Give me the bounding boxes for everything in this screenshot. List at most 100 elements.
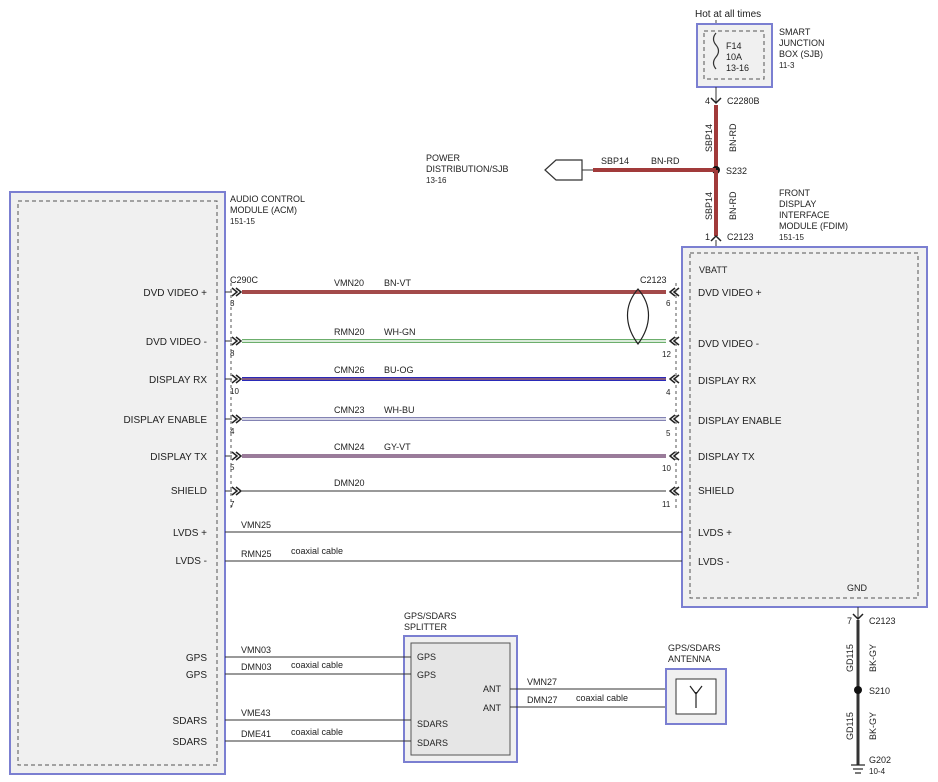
s210-label: S210 — [869, 686, 890, 696]
power-dist-ref: 13-16 — [426, 176, 447, 185]
sjb-title-3: BOX (SJB) — [779, 49, 823, 59]
wire-cmn24-circuit: CMN24 — [334, 442, 365, 452]
acm-pin-sdars-2: SDARS — [173, 737, 208, 748]
acm-pin-num-10: 10 — [230, 387, 239, 396]
wire-dmn03-note: coaxial cable — [291, 660, 343, 670]
splitter-title-1: GPS/SDARS — [404, 611, 457, 621]
acm-pin-dvd-video-minus: DVD VIDEO - — [146, 337, 207, 348]
fuse-ref: 13-16 — [726, 63, 749, 73]
sbp14-upper-circuit: SBP14 — [704, 124, 714, 152]
fdim-ref: 151-15 — [779, 233, 804, 242]
fdim-pin-display-rx: DISPLAY RX — [698, 376, 756, 387]
gd115-lower-color: BK-GY — [868, 712, 878, 740]
fdim-pin-lvds-plus: LVDS + — [698, 528, 732, 539]
sjb-title-1: SMART — [779, 27, 811, 37]
s232-label: S232 — [726, 166, 747, 176]
wire-rmn25-circuit: RMN25 — [241, 549, 272, 559]
wire-vmn25-circuit: VMN25 — [241, 520, 271, 530]
acm-pin-shield: SHIELD — [171, 486, 207, 497]
fdim-pin-dvd-video-minus: DVD VIDEO - — [698, 339, 759, 350]
acm-pin-gps-2: GPS — [186, 670, 207, 681]
splitter-in-sdars-1: SDARS — [417, 719, 448, 729]
wire-rmn25-note: coaxial cable — [291, 546, 343, 556]
fdim-pin-num-5: 5 — [666, 429, 671, 438]
fdim-vbatt: VBATT — [699, 265, 728, 275]
fuse-icon — [712, 32, 720, 70]
wire-dmn03-circuit: DMN03 — [241, 662, 272, 672]
acm-title-2: MODULE (ACM) — [230, 205, 297, 215]
ground-label: G202 — [869, 755, 891, 765]
acm-pin-num-5: 5 — [230, 463, 235, 472]
gnd-pin: 7 — [847, 616, 852, 626]
fdim-gnd: GND — [847, 583, 868, 593]
sjb-box — [696, 23, 773, 88]
c290c-label: C290C — [230, 275, 259, 285]
acm-pin-num-3: 3 — [230, 299, 235, 308]
splitter-out-ant-1: ANT — [483, 684, 502, 694]
gnd-connector: C2123 — [869, 616, 896, 626]
fdim-title-4: MODULE (FDIM) — [779, 221, 848, 231]
gnd-connector-icon — [852, 613, 864, 621]
splitter-inner — [410, 642, 511, 756]
twisted-pair-icon — [627, 288, 649, 346]
wire-vmn27-circuit: VMN27 — [527, 677, 557, 687]
splitter-in-sdars-2: SDARS — [417, 738, 448, 748]
fdim-pin-num-11: 11 — [662, 500, 671, 509]
fdim-title-3: INTERFACE — [779, 210, 830, 220]
fdim-pin-num-12: 12 — [662, 350, 671, 359]
acm-pin-num-4: 4 — [230, 427, 235, 436]
wire-rmn20-color: WH-GN — [384, 327, 416, 337]
acm-title-1: AUDIO CONTROL — [230, 194, 305, 204]
c2123-top-connector-icon — [710, 234, 722, 242]
wire-cmn23-color: WH-BU — [384, 405, 415, 415]
fdim-c2123-label: C2123 — [640, 275, 667, 285]
acm-pin-display-enable: DISPLAY ENABLE — [123, 415, 207, 426]
acm-pin-lvds-plus: LVDS + — [173, 528, 207, 539]
ground-ref: 10-4 — [869, 767, 886, 776]
fdim-pin-shield: SHIELD — [698, 486, 734, 497]
fdim-connector-chevrons — [668, 287, 680, 496]
gd115-upper-circuit: GD115 — [845, 644, 855, 672]
wire-cmn23-circuit: CMN23 — [334, 405, 365, 415]
sjb-inner-dashed — [703, 30, 765, 80]
acm-pin-dvd-video-plus: DVD VIDEO + — [143, 288, 207, 299]
fdim-pin-display-tx: DISPLAY TX — [698, 452, 755, 463]
sjb-pin: 4 — [705, 96, 710, 106]
acm-pin-display-tx: DISPLAY TX — [150, 452, 207, 463]
fdim-pin-num-6: 6 — [666, 299, 671, 308]
power-dist-circuit: SBP14 — [601, 156, 629, 166]
wire-dme41-note: coaxial cable — [291, 727, 343, 737]
sbp14-lower-color: BN-RD — [728, 191, 738, 220]
wire-dmn27-circuit: DMN27 — [527, 695, 558, 705]
sbp14-upper-color: BN-RD — [728, 123, 738, 152]
acm-pin-gps-1: GPS — [186, 653, 207, 664]
wire-cmn24-color: GY-VT — [384, 442, 411, 452]
s210-splice-dot — [854, 686, 862, 694]
wire-dmn27-note: coaxial cable — [576, 693, 628, 703]
acm-pin-num-8: 8 — [230, 349, 235, 358]
fuse-rating: 10A — [726, 52, 742, 62]
wire-cmn26-color: BU-OG — [384, 365, 414, 375]
antenna-title-1: GPS/SDARS — [668, 643, 721, 653]
acm-ref: 151-15 — [230, 217, 255, 226]
fuse-name: F14 — [726, 41, 742, 51]
fdim-title-2: DISPLAY — [779, 199, 816, 209]
power-dist-title-1: POWER — [426, 153, 461, 163]
wire-vme43-circuit: VME43 — [241, 708, 271, 718]
acm-connector-chevrons — [231, 287, 243, 496]
fdim-pin-display-enable: DISPLAY ENABLE — [698, 416, 782, 427]
acm-pin-sdars-1: SDARS — [173, 716, 208, 727]
splitter-in-gps-2: GPS — [417, 670, 436, 680]
hot-at-all-times-label: Hot at all times — [695, 9, 761, 20]
fdim-top-pin: 1 — [705, 232, 710, 242]
sbp14-lower-circuit: SBP14 — [704, 192, 714, 220]
antenna-icon — [689, 685, 703, 708]
splitter-in-gps-1: GPS — [417, 652, 436, 662]
sjb-ref: 11-3 — [779, 61, 795, 70]
sjb-title-2: JUNCTION — [779, 38, 825, 48]
wire-vmn20-circuit: VMN20 — [334, 278, 364, 288]
acm-pin-lvds-minus: LVDS - — [176, 556, 208, 567]
splitter-out-ant-2: ANT — [483, 703, 502, 713]
fdim-pin-dvd-video-plus: DVD VIDEO + — [698, 288, 762, 299]
